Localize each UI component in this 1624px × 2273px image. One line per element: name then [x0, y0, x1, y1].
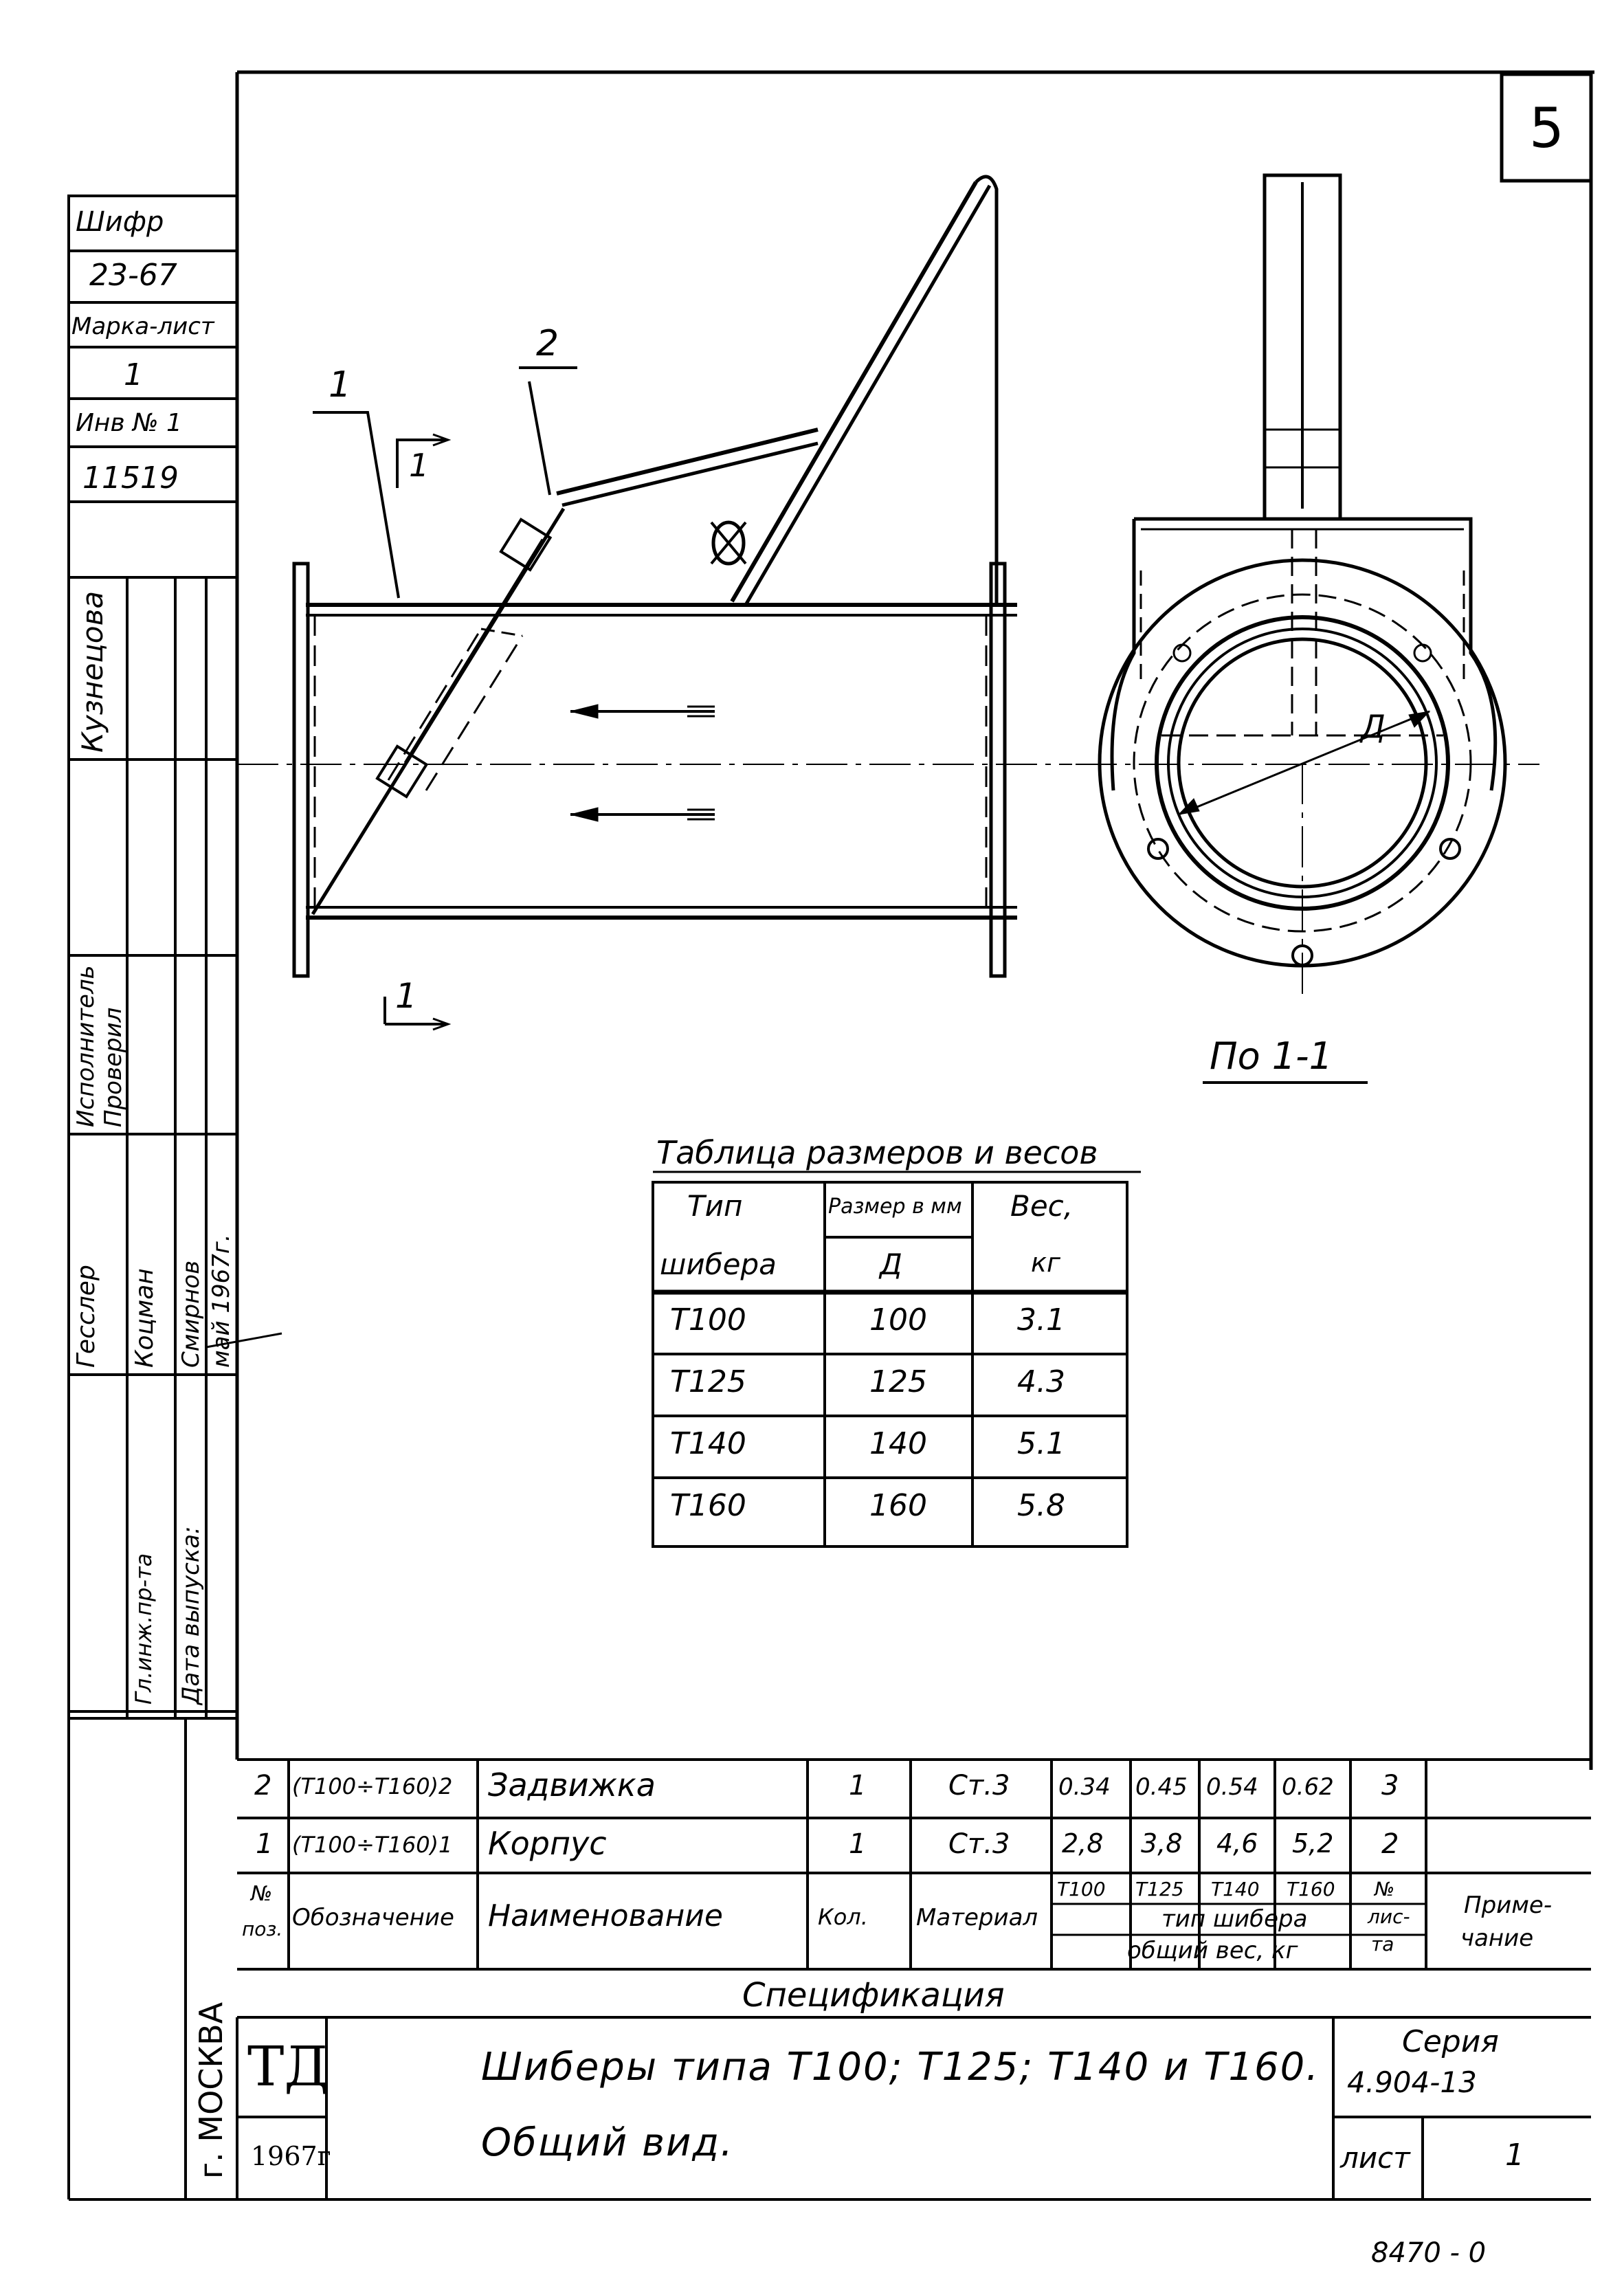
size-row-1-w: 3.1 — [1017, 1302, 1065, 1338]
spec-row-2-code: (Т100÷Т160)1 — [292, 1832, 453, 1858]
spec-header-pos-1: № — [251, 1882, 273, 1906]
title-line-1: Шиберы типа Т100; Т125; Т140 и Т160. — [481, 2045, 1320, 2089]
spec-header-sheet-3: та — [1371, 1933, 1394, 1955]
spec-header-sheet-1: № — [1375, 1878, 1395, 1900]
spec-header-type-4: Т160 — [1287, 1878, 1335, 1900]
spec-header-type-caption: тип шибера — [1161, 1905, 1308, 1933]
size-table-header-weight-2: кг — [1031, 1248, 1060, 1278]
section-view-label: По 1-1 — [1210, 1034, 1333, 1078]
spec-row-1-sheet: 3 — [1381, 1770, 1399, 1801]
spec-header-type-3: Т140 — [1211, 1878, 1260, 1900]
size-row-1-d: 100 — [869, 1302, 927, 1338]
spec-header-type-1: Т100 — [1057, 1878, 1106, 1900]
date-value: май 1967г. — [208, 1234, 235, 1368]
shifr-label: Шифр — [76, 206, 164, 238]
spec-header-sheet-2: лис- — [1368, 1905, 1410, 1928]
spec-row-2-mat: Ст.3 — [948, 1828, 1010, 1860]
inv-value: 11519 — [82, 461, 179, 496]
spec-row-2-w3: 4,6 — [1216, 1828, 1258, 1859]
size-table-title: Таблица размеров и весов — [656, 1134, 1098, 1171]
author-name: Кузнецова — [76, 590, 109, 753]
spec-row-2-w2: 3,8 — [1141, 1828, 1183, 1859]
spec-header-mat: Материал — [916, 1904, 1038, 1931]
bottom-code: 8470 - 0 — [1371, 2237, 1487, 2269]
role-ispolnitel: Исполнитель — [72, 965, 100, 1127]
size-row-4-d: 160 — [869, 1488, 927, 1523]
size-row-3-type: Т140 — [670, 1426, 746, 1461]
role-proveril: Проверил — [100, 1007, 127, 1127]
name-smirnov: Смирнов — [177, 1260, 205, 1368]
series-label: Серия — [1402, 2024, 1499, 2059]
size-row-4-type: Т160 — [670, 1488, 746, 1523]
spec-row-1-name: Задвижка — [488, 1766, 656, 1804]
callout-2: 2 — [536, 323, 559, 364]
shifr-value: 23-67 — [89, 258, 177, 293]
spec-header-code: Обозначение — [292, 1904, 454, 1931]
spec-row-2-name: Корпус — [488, 1825, 607, 1862]
section-mark-top: 1 — [409, 447, 430, 484]
spec-row-1-code: (Т100÷Т160)2 — [292, 1773, 453, 1799]
spec-row-1-w1: 0.34 — [1058, 1773, 1111, 1801]
title-line-2: Общий вид. — [481, 2120, 734, 2165]
size-table-header-type-1: Тип — [687, 1189, 743, 1223]
name-gessler: Гесслер — [72, 1265, 100, 1368]
callout-1: 1 — [329, 364, 352, 406]
size-row-2-w: 4.3 — [1017, 1364, 1065, 1399]
role-data: Дата выпуска: — [177, 1526, 205, 1705]
sheet-number: 5 — [1529, 96, 1564, 160]
spec-header-pos-2: поз. — [242, 1918, 283, 1940]
spec-row-1-w3: 0.54 — [1206, 1773, 1258, 1801]
sheet-value: 1 — [1505, 2138, 1524, 2173]
spec-row-2-qty: 1 — [849, 1828, 867, 1860]
spec-row-2-w1: 2,8 — [1062, 1828, 1104, 1859]
size-table-header-type-2: шибера — [660, 1248, 777, 1281]
size-row-2-d: 125 — [869, 1364, 927, 1399]
org-city: г. МОСКВА — [192, 2002, 230, 2179]
spec-row-1-qty: 1 — [849, 1770, 867, 1801]
spec-header-note-1: Приме- — [1464, 1892, 1553, 1919]
section-mark-bottom: 1 — [395, 976, 417, 1016]
marka-label: Марка-лист — [71, 313, 214, 340]
spec-header-qty: Кол. — [818, 1904, 868, 1930]
series-value: 4.904-13 — [1347, 2065, 1477, 2099]
spec-header-type-2: Т125 — [1135, 1878, 1184, 1900]
spec-title: Спецификация — [742, 1976, 1005, 2015]
spec-row-1-w4: 0.62 — [1282, 1773, 1334, 1801]
spec-row-2-pos: 1 — [256, 1828, 274, 1860]
spec-row-2-sheet: 2 — [1381, 1828, 1399, 1860]
size-table-header-size-1: Размер в мм — [828, 1195, 962, 1219]
spec-header-weight-caption: общий вес, кг — [1127, 1937, 1298, 1964]
role-glinzh: Гл.инж.пр-та — [131, 1553, 157, 1705]
spec-header-name: Наименование — [488, 1898, 723, 1933]
spec-row-1-mat: Ст.3 — [948, 1770, 1010, 1801]
size-row-3-d: 140 — [869, 1426, 927, 1461]
title-block-year: 1967г — [251, 2141, 331, 2171]
size-table-header-size-2: Д — [880, 1248, 902, 1281]
size-row-3-w: 5.1 — [1017, 1426, 1065, 1461]
name-kotsman: Коцман — [131, 1268, 159, 1368]
diameter-label: Д — [1361, 708, 1386, 745]
spec-row-1-pos: 2 — [254, 1770, 272, 1801]
title-block-org: ТД — [247, 2034, 329, 2098]
spec-row-1-w2: 0.45 — [1135, 1773, 1188, 1801]
sheet-label: лист — [1340, 2141, 1410, 2175]
spec-header-note-2: чание — [1460, 1925, 1534, 1952]
size-table-header-weight-1: Вес, — [1010, 1189, 1074, 1223]
size-row-4-w: 5.8 — [1017, 1488, 1065, 1523]
inv-label: Инв № 1 — [76, 409, 182, 437]
spec-row-2-w4: 5,2 — [1292, 1828, 1334, 1859]
marka-value: 1 — [124, 357, 143, 392]
size-row-2-type: Т125 — [670, 1364, 746, 1399]
size-row-1-type: Т100 — [670, 1302, 746, 1338]
